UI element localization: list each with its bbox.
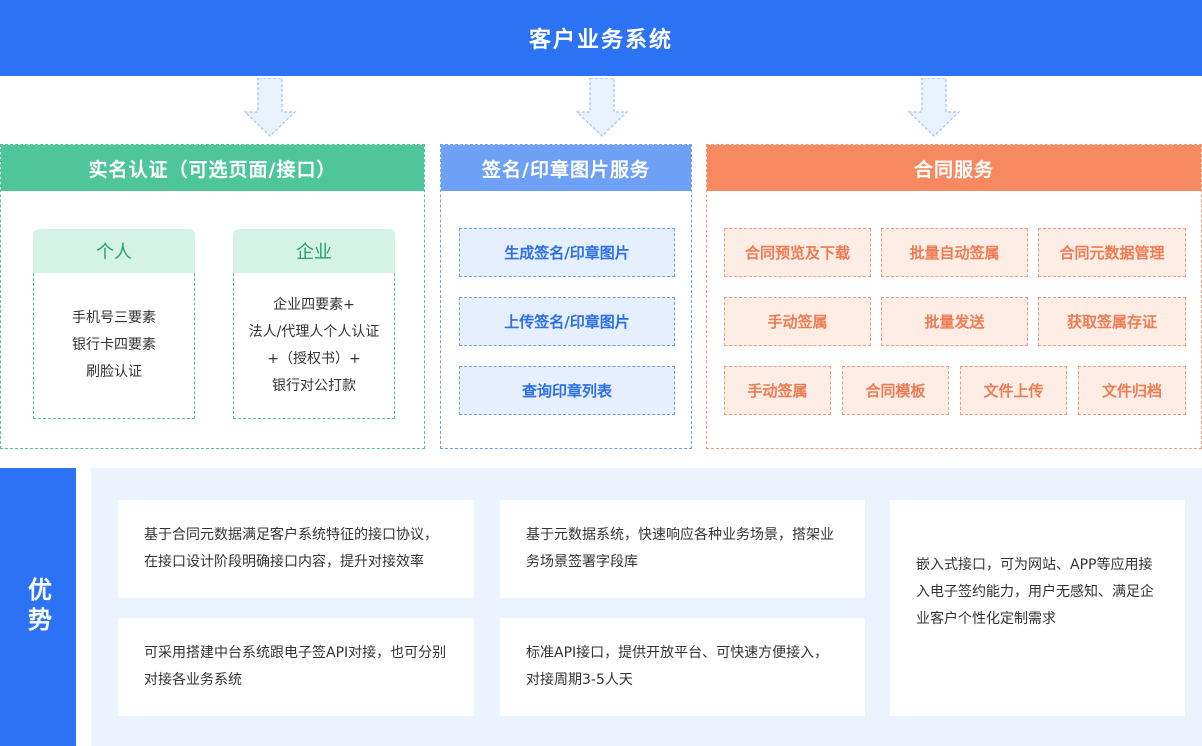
contract-service-item: 手动签属: [724, 297, 871, 346]
realname-panel: 实名认证（可选页面/接口） 个人 手机号三要素 银行卡四要素 刷脸认证 企业 企…: [0, 144, 425, 449]
upload-seal-image-item: 上传签名/印章图片: [459, 297, 675, 346]
advantage-text: 基于合同元数据满足客户系统特征的接口协议，在接口设计阶段明确接口内容，提升对接效…: [144, 527, 438, 570]
contract-service-item: 批量发送: [881, 297, 1028, 346]
contract-service-item: 文件归档: [1078, 366, 1186, 415]
enterprise-item: +（授权书）+: [267, 350, 361, 367]
advantage-card: 基于合同元数据满足客户系统特征的接口协议，在接口设计阶段明确接口内容，提升对接效…: [118, 500, 474, 598]
advantage-card: 标准API接口，提供开放平台、可快速方便接入，对接周期3-5人天: [500, 618, 865, 716]
enterprise-card-title: 企业: [233, 229, 395, 273]
enterprise-card: 企业 企业四要素+ 法人/代理人个人认证 +（授权书）+ 银行对公打款: [233, 229, 395, 419]
advantages-area: 基于合同元数据满足客户系统特征的接口协议，在接口设计阶段明确接口内容，提升对接效…: [91, 468, 1202, 746]
signature-panel-title: 签名/印章图片服务: [441, 145, 691, 191]
enterprise-card-body: 企业四要素+ 法人/代理人个人认证 +（授权书）+ 银行对公打款: [233, 273, 395, 419]
advantage-card: 嵌入式接口，可为网站、APP等应用接入电子签约能力，用户无感知、满足企业客户个性…: [890, 500, 1185, 716]
advantages-label: 优势: [0, 468, 76, 746]
advantage-text: 基于元数据系统，快速响应各种业务场景，搭架业务场景签署字段库: [526, 527, 834, 570]
advantage-text: 标准API接口，提供开放平台、可快速方便接入，对接周期3-5人天: [526, 645, 829, 688]
personal-item: 银行卡四要素: [72, 337, 156, 353]
contract-service-item: 手动签属: [724, 366, 831, 415]
advantage-card: 基于元数据系统，快速响应各种业务场景，搭架业务场景签署字段库: [500, 500, 865, 598]
down-arrow-icon: [243, 78, 297, 137]
enterprise-item: 法人/代理人个人认证: [248, 323, 380, 340]
advantages-label-text: 优势: [23, 577, 52, 637]
enterprise-item: 企业四要素+: [273, 296, 355, 313]
system-title: 客户业务系统: [528, 28, 673, 53]
personal-card-body: 手机号三要素 银行卡四要素 刷脸认证: [33, 273, 195, 419]
realname-panel-title: 实名认证（可选页面/接口）: [1, 145, 424, 191]
contract-service-item: 合同模板: [842, 366, 949, 415]
system-title-bar: 客户业务系统: [0, 0, 1202, 76]
contract-service-item: 批量自动签属: [881, 228, 1028, 277]
contract-service-item: 文件上传: [960, 366, 1067, 415]
enterprise-item: 银行对公打款: [272, 377, 356, 394]
personal-item: 刷脸认证: [86, 364, 142, 380]
advantage-card: 可采用搭建中台系统跟电子签API对接，也可分别对接各业务系统: [118, 618, 474, 716]
generate-seal-image-item: 生成签名/印章图片: [459, 228, 675, 277]
down-arrow-icon: [907, 78, 961, 137]
contract-service-item: 获取签属存证: [1038, 297, 1186, 346]
personal-item: 手机号三要素: [72, 310, 156, 326]
personal-card: 个人 手机号三要素 银行卡四要素 刷脸认证: [33, 229, 195, 419]
advantage-text: 嵌入式接口，可为网站、APP等应用接入电子签约能力，用户无感知、满足企业客户个性…: [916, 557, 1154, 627]
advantage-text: 可采用搭建中台系统跟电子签API对接，也可分别对接各业务系统: [144, 645, 447, 688]
contract-service-item: 合同预览及下载: [724, 228, 871, 277]
query-seal-list-item: 查询印章列表: [459, 366, 675, 415]
contract-panel-title: 合同服务: [707, 145, 1201, 191]
contract-service-item: 合同元数据管理: [1038, 228, 1186, 277]
down-arrow-icon: [575, 78, 629, 137]
personal-card-title: 个人: [33, 229, 195, 273]
contract-panel: 合同服务 合同预览及下载 批量自动签属 合同元数据管理 手动签属 批量发送 获取…: [706, 144, 1202, 449]
signature-panel: 签名/印章图片服务 生成签名/印章图片 上传签名/印章图片 查询印章列表: [440, 144, 692, 449]
